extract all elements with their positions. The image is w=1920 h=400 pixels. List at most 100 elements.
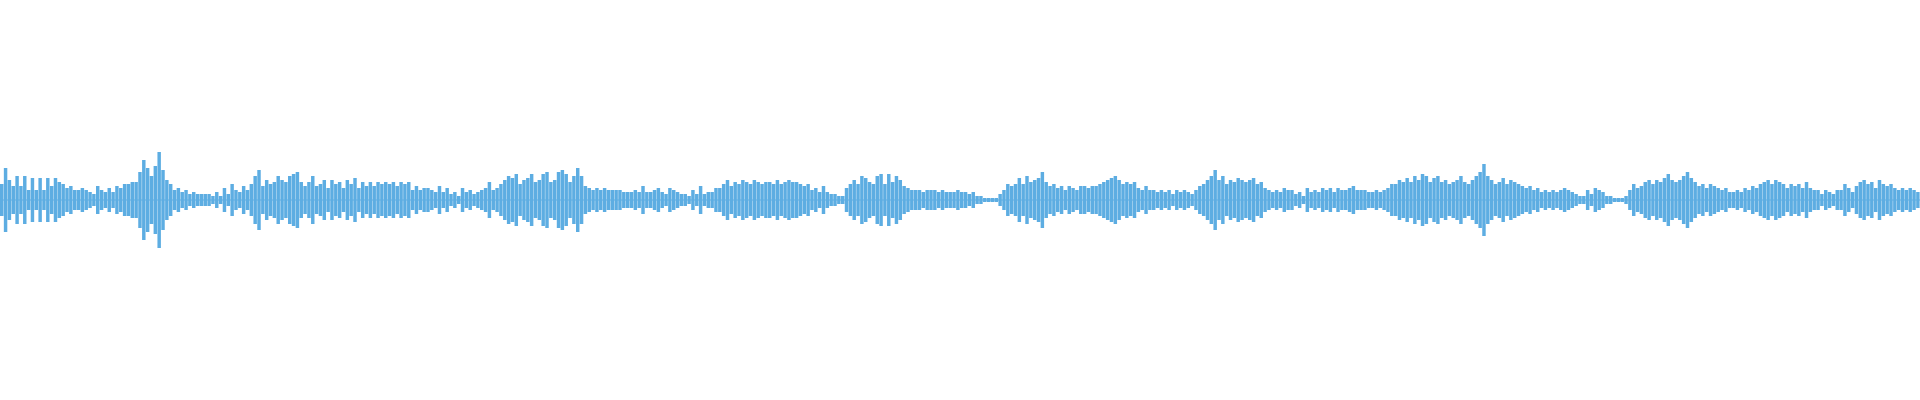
waveform-bar: [733, 182, 737, 218]
waveform-bar: [986, 198, 991, 202]
waveform-bar: [203, 194, 207, 206]
waveform-bar: [1754, 188, 1759, 212]
waveform-bar: [1701, 184, 1705, 216]
waveform-bar: [1758, 184, 1763, 216]
waveform-bar: [1286, 190, 1290, 210]
waveform-bar: [514, 174, 519, 226]
waveform-bar: [211, 196, 215, 204]
waveform-bar: [579, 176, 584, 224]
waveform-bar: [422, 188, 426, 212]
waveform-bar: [1543, 190, 1548, 210]
waveform-bar: [1025, 176, 1029, 224]
waveform-bar: [1040, 172, 1045, 228]
waveform-bar: [894, 176, 899, 224]
waveform-bar: [126, 184, 131, 216]
waveform-bar: [1678, 180, 1682, 220]
waveform-bar: [721, 184, 726, 216]
waveform-bar: [284, 182, 288, 218]
waveform-bar: [1121, 184, 1125, 216]
waveform-bar: [672, 190, 676, 210]
waveform-bar: [7, 180, 12, 220]
waveform-bar: [1843, 184, 1847, 216]
waveform-bar: [364, 186, 369, 214]
waveform-bar: [956, 190, 960, 210]
waveform-bar: [276, 176, 280, 224]
waveform-bar: [11, 186, 15, 214]
waveform-bar: [1528, 186, 1532, 214]
waveform-bar: [1463, 182, 1467, 218]
waveform-bar: [1685, 172, 1690, 228]
waveform-bar: [1666, 174, 1671, 226]
waveform-bar: [253, 176, 257, 224]
waveform-bar: [1201, 184, 1206, 216]
waveform-bar: [637, 192, 641, 208]
waveform-bar: [883, 184, 887, 216]
waveform-bar: [1117, 180, 1121, 220]
waveform-bar: [599, 190, 603, 210]
waveform-bar: [1148, 190, 1152, 210]
waveform-bar: [1566, 190, 1571, 210]
waveform-bar: [418, 190, 423, 210]
waveform-bar: [1443, 180, 1448, 220]
waveform-bar: [979, 196, 983, 204]
waveform-bar: [806, 184, 810, 216]
waveform-bar: [1409, 182, 1413, 218]
waveform-bar: [1052, 184, 1056, 216]
waveform-bar: [326, 188, 330, 212]
waveform-bar: [1370, 192, 1375, 208]
waveform-bar: [1082, 186, 1087, 214]
waveform-bar: [1470, 180, 1475, 220]
waveform-bar: [1313, 190, 1317, 210]
waveform-bar: [887, 174, 891, 226]
waveform-bar: [1063, 190, 1068, 210]
waveform-bar: [472, 194, 476, 206]
waveform-bar: [1858, 182, 1863, 218]
waveform-bar: [307, 182, 311, 218]
waveform-bar: [533, 182, 538, 218]
waveform-bar: [852, 180, 856, 220]
waveform-bar: [1113, 176, 1118, 224]
waveform-bar: [648, 192, 653, 208]
waveform-bar: [19, 186, 23, 214]
waveform-bar: [215, 192, 219, 208]
waveform-bar: [249, 184, 254, 216]
waveform-bar: [794, 182, 799, 218]
waveform-bar: [1720, 190, 1724, 210]
waveform-bar: [99, 190, 104, 210]
waveform-bar: [1017, 178, 1022, 222]
waveform-bar: [1451, 182, 1455, 218]
waveform-bar: [161, 170, 165, 230]
waveform-bar: [449, 194, 453, 206]
waveform-bar: [1152, 190, 1156, 210]
waveform-bar: [483, 188, 488, 212]
waveform-bar: [1420, 174, 1425, 226]
waveform-bar: [810, 190, 814, 210]
waveform-bar: [1167, 190, 1171, 210]
waveform-bar: [1505, 184, 1509, 216]
waveform-bar: [3, 168, 8, 232]
waveform-bar: [1827, 192, 1832, 208]
waveform-bar: [718, 188, 722, 212]
waveform-bar: [552, 180, 557, 220]
waveform-bar: [1071, 188, 1075, 212]
waveform-bar: [453, 192, 457, 208]
waveform-bar: [153, 166, 158, 234]
waveform-bar: [921, 192, 926, 208]
waveform-bar: [1186, 192, 1191, 208]
waveform-bar: [1305, 188, 1310, 212]
waveform-bar: [264, 180, 269, 220]
waveform-bar: [994, 198, 999, 202]
waveform-bar: [268, 184, 273, 216]
waveform-bar: [1240, 180, 1244, 220]
waveform-bar: [1102, 182, 1106, 218]
waveform-bar: [1777, 182, 1782, 218]
waveform-bar: [1309, 192, 1313, 208]
waveform-bar: [614, 190, 618, 210]
waveform-bar: [1282, 188, 1287, 212]
waveform-bar: [410, 190, 415, 210]
waveform-bar: [241, 186, 246, 214]
waveform-bar: [1751, 186, 1755, 214]
waveform-bar: [1624, 196, 1628, 204]
waveform-bar: [929, 190, 933, 210]
